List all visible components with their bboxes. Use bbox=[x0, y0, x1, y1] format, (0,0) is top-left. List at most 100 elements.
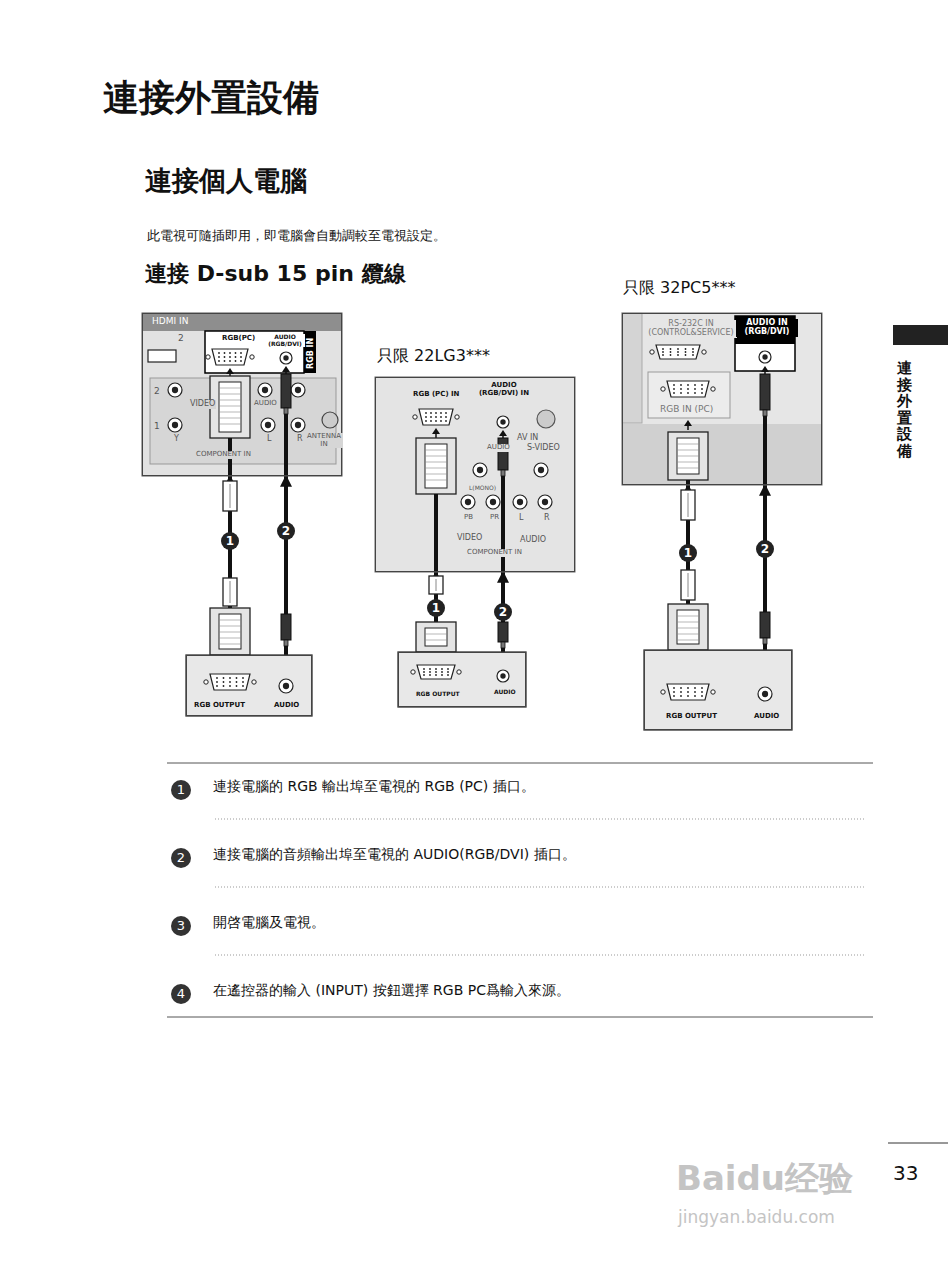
vga-pin bbox=[425, 412, 427, 414]
sub-heading: 連接 D-sub 15 pin 纜線 bbox=[145, 262, 406, 286]
vga-pin bbox=[694, 691, 696, 693]
rca-plug bbox=[760, 374, 770, 410]
vga-pin bbox=[435, 671, 437, 673]
port-label: RS-232C IN (CONTROL&SERVICE) bbox=[645, 320, 737, 338]
vga-pin bbox=[662, 351, 664, 353]
step-number: 1 bbox=[171, 780, 191, 800]
port-label: RGB(PC) bbox=[221, 335, 256, 343]
port-label: AV IN bbox=[516, 434, 539, 443]
audio-jack-core bbox=[172, 387, 178, 393]
grip-rib bbox=[677, 628, 699, 629]
port-label: R bbox=[296, 435, 304, 444]
panel-strip bbox=[142, 313, 342, 331]
vga-pin bbox=[670, 348, 672, 350]
step-number: 2 bbox=[171, 848, 191, 868]
audio-jack-core bbox=[477, 467, 483, 473]
vga-pin bbox=[692, 351, 694, 353]
grip-rib bbox=[677, 462, 699, 463]
grip-rib bbox=[219, 412, 241, 413]
vga-screw bbox=[650, 350, 654, 354]
grip-rib bbox=[219, 638, 241, 639]
callout-number: 2 bbox=[756, 540, 774, 558]
audio-jack bbox=[759, 351, 771, 363]
vga-pin bbox=[685, 348, 687, 350]
vga-port bbox=[419, 409, 453, 425]
vga-pin bbox=[673, 687, 675, 689]
vga-pin bbox=[242, 685, 244, 687]
vga-plug-grip bbox=[219, 382, 241, 432]
step-text: 連接電腦的 RGB 輸出埠至電視的 RGB (PC) 插口。 bbox=[213, 779, 535, 794]
pc-box: RGB OUTPUT AUDIO bbox=[644, 650, 792, 730]
audio-jack-core bbox=[172, 422, 178, 428]
port-label: RGB OUTPUT bbox=[665, 713, 718, 721]
cable-ferrite bbox=[681, 570, 695, 600]
vga-pin bbox=[242, 677, 244, 679]
vga-pin bbox=[701, 691, 703, 693]
step-text: 在遙控器的輸入 (INPUT) 按鈕選擇 RGB PC爲輸入來源。 bbox=[213, 983, 570, 998]
ferrite-line bbox=[230, 581, 231, 603]
vga-port bbox=[667, 684, 709, 700]
vga-screw bbox=[204, 680, 208, 684]
vga-pin bbox=[229, 677, 231, 679]
grip-rib bbox=[677, 468, 699, 469]
vga-screw bbox=[250, 355, 254, 359]
port-label: AUDIO bbox=[753, 713, 780, 721]
vga-pin bbox=[677, 351, 679, 353]
vga-pin bbox=[447, 671, 449, 673]
vga-pin bbox=[687, 687, 689, 689]
vga-pin bbox=[687, 691, 689, 693]
rgb-port-frame bbox=[205, 331, 304, 373]
callout-number: 1 bbox=[221, 532, 239, 550]
vga-plug-grip bbox=[425, 628, 447, 646]
port-label: HDMI IN bbox=[151, 317, 189, 327]
vga-plug-grip bbox=[425, 444, 447, 488]
audio-jack-core bbox=[762, 691, 768, 697]
grip-rib bbox=[677, 444, 699, 445]
vga-pin bbox=[445, 412, 447, 414]
port-label: 1 bbox=[153, 422, 161, 432]
cable-ferrite bbox=[223, 481, 237, 511]
grip-rib bbox=[219, 406, 241, 407]
vga-screw bbox=[413, 415, 417, 419]
ferrite-line bbox=[436, 579, 437, 591]
panel-lower bbox=[622, 424, 822, 485]
callout-number: 1 bbox=[427, 599, 445, 617]
vga-pin bbox=[441, 671, 443, 673]
grip-rib bbox=[677, 450, 699, 451]
ferrite-line bbox=[688, 493, 689, 517]
page-number: 33 bbox=[893, 1162, 918, 1184]
cable bbox=[763, 416, 767, 485]
audio-jack-core bbox=[538, 467, 544, 473]
audio-jack bbox=[473, 463, 487, 477]
port-label: COMPONENT IN bbox=[195, 451, 252, 459]
vga-pin bbox=[236, 681, 238, 683]
vga-pin bbox=[677, 348, 679, 350]
vga-pin bbox=[218, 356, 220, 358]
hdmi-port bbox=[148, 350, 176, 362]
audio-jack bbox=[758, 687, 772, 701]
rgb-in-frame bbox=[648, 372, 730, 418]
vga-pin bbox=[694, 388, 696, 390]
audio-jack-core bbox=[517, 499, 523, 505]
vga-pin bbox=[694, 392, 696, 394]
vga-screw bbox=[455, 415, 459, 419]
dotted-rule bbox=[215, 955, 865, 956]
tv-port-panel: RGB (PC) INAUDIO (RGB/DVI) INAV INAUDIOS… bbox=[375, 377, 575, 572]
vga-plug-hood bbox=[416, 438, 456, 494]
rgb-in-tab bbox=[304, 331, 316, 373]
vga-pin bbox=[223, 681, 225, 683]
side-tab-text: 連接外置設備 bbox=[897, 360, 912, 459]
insert-arrow-stem bbox=[435, 433, 437, 438]
port-label: L(MONO) bbox=[468, 485, 497, 492]
ferrite-line bbox=[230, 484, 231, 508]
tv-port-panel: RS-232C IN (CONTROL&SERVICE)AUDIO IN (RG… bbox=[622, 313, 822, 485]
vga-pin bbox=[662, 354, 664, 356]
vga-pin bbox=[430, 412, 432, 414]
vga-plug-grip bbox=[677, 610, 699, 644]
vga-pin bbox=[224, 352, 226, 354]
audio-jack bbox=[497, 670, 509, 682]
vga-plug-grip bbox=[219, 614, 241, 649]
audio-jack-core bbox=[283, 355, 288, 360]
vga-pin bbox=[229, 685, 231, 687]
